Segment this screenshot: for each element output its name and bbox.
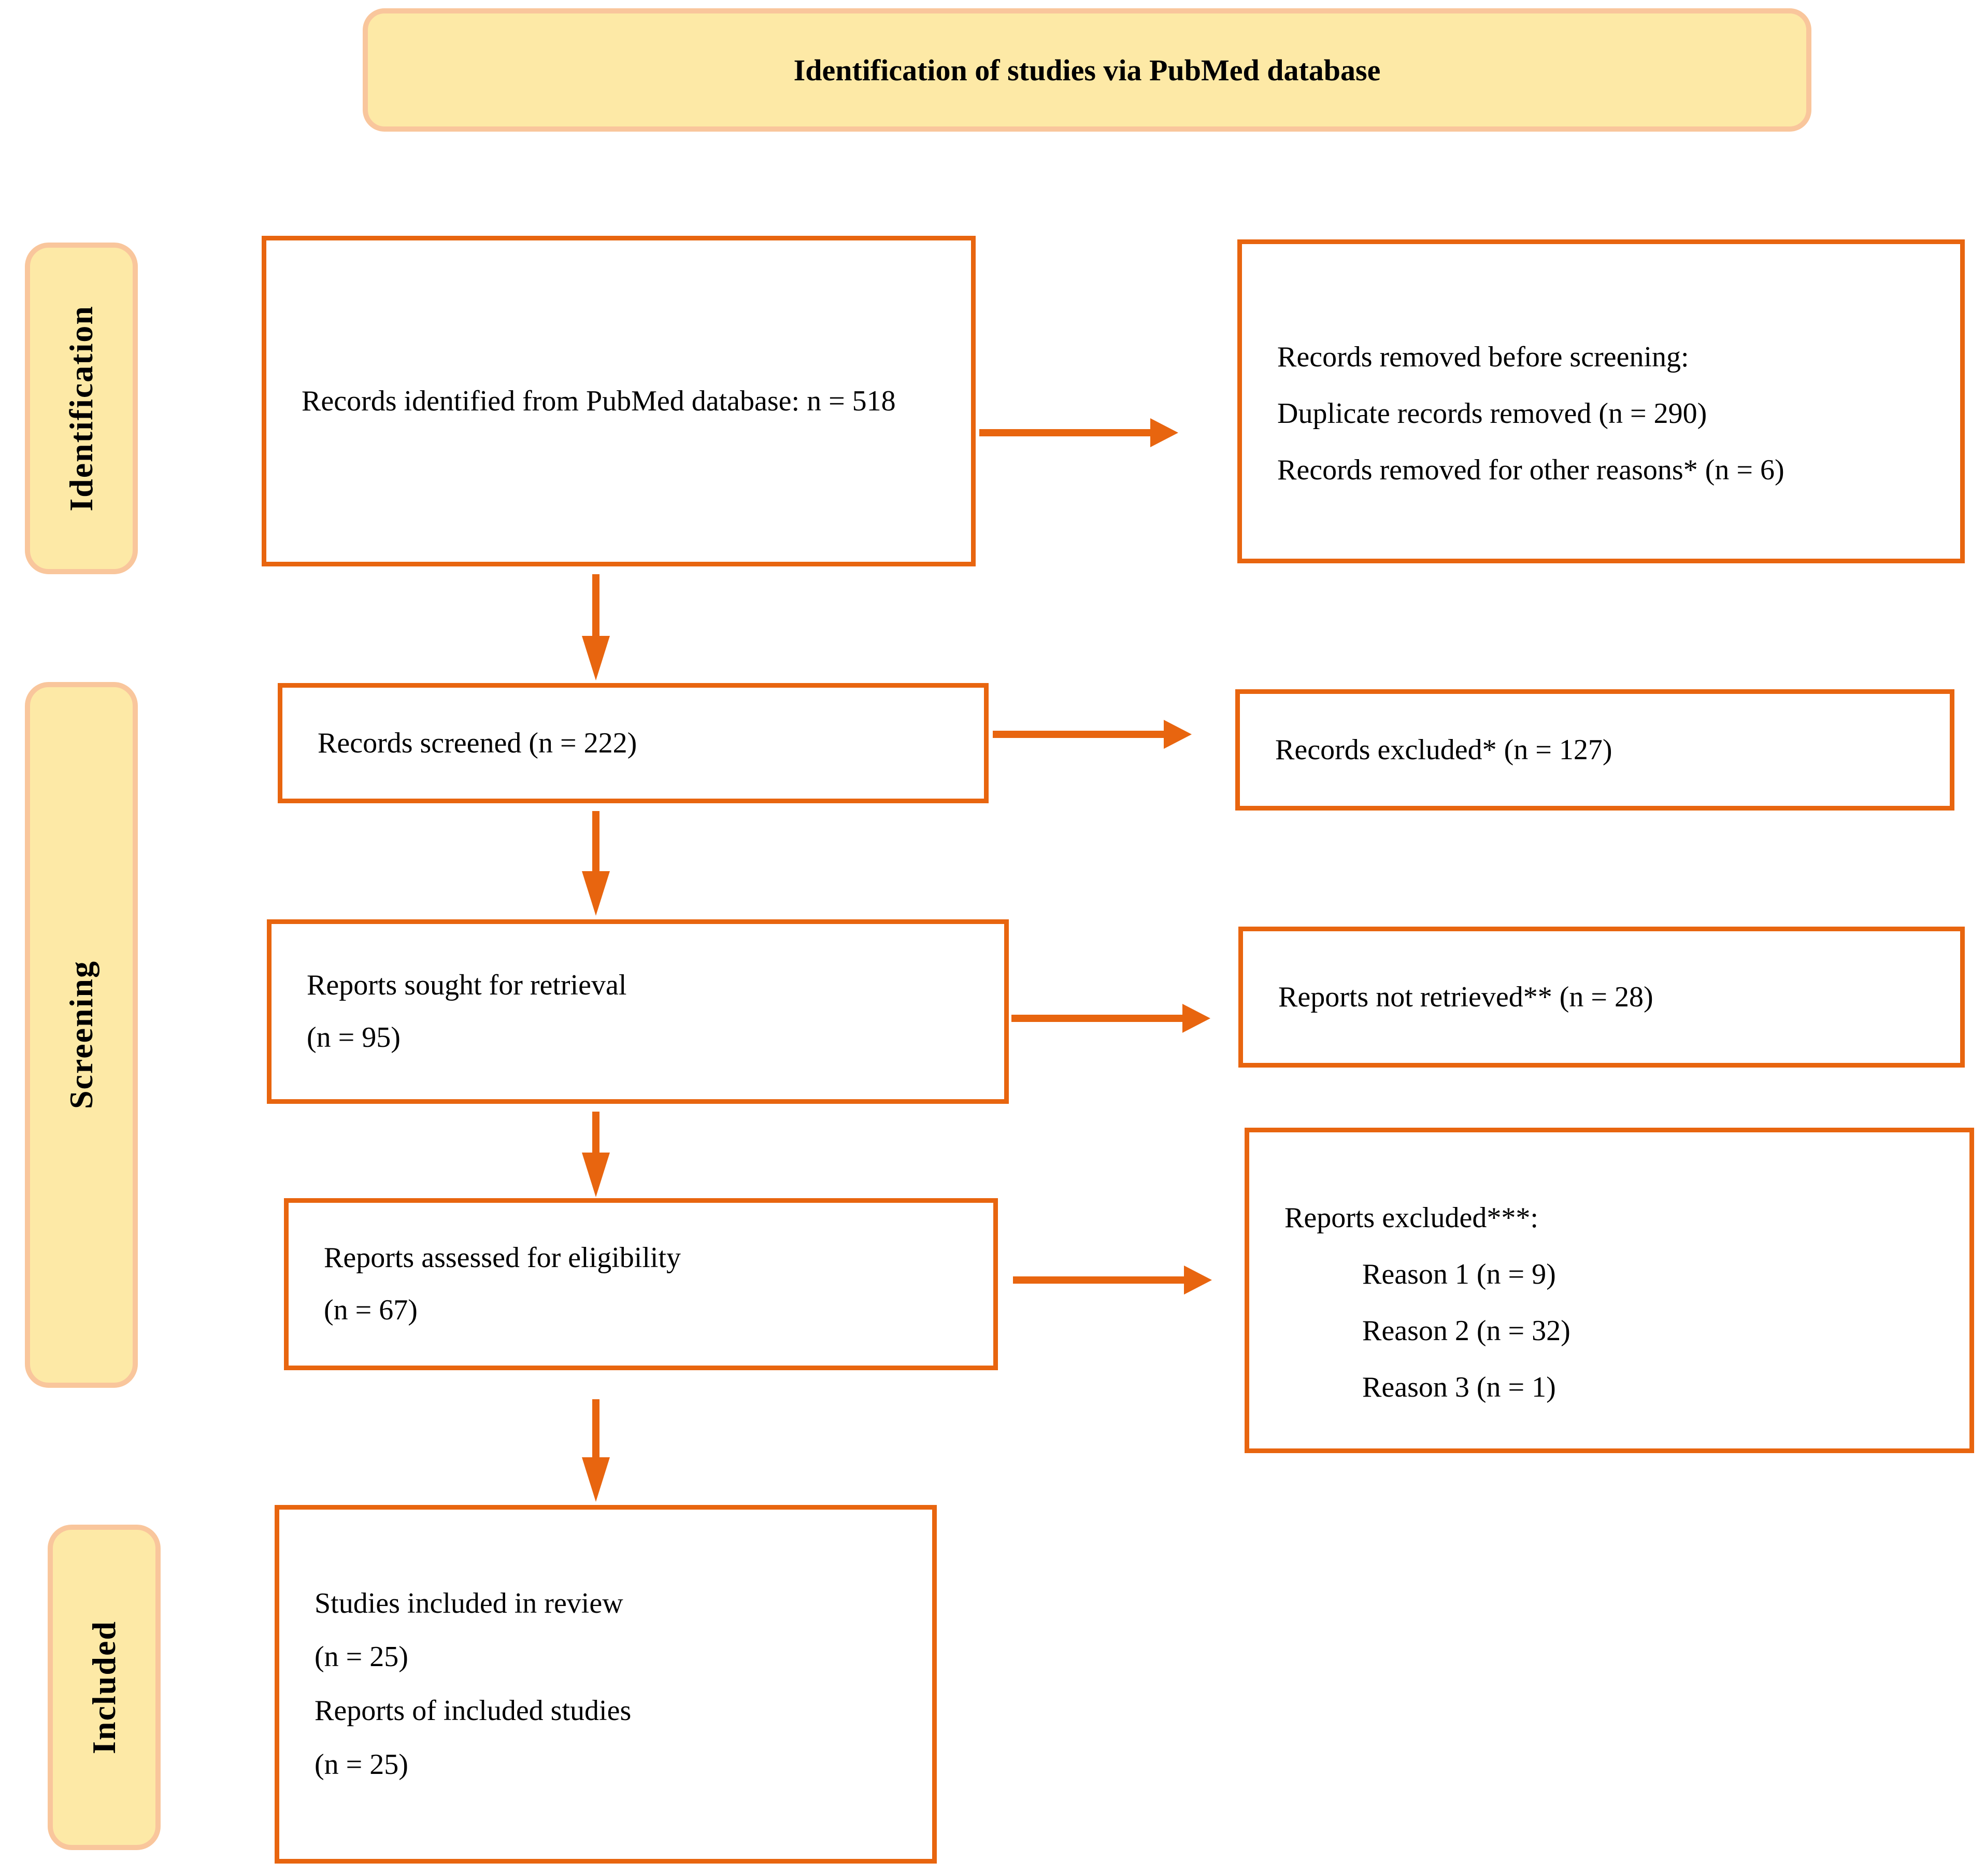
- arrow-shaft: [592, 574, 599, 639]
- arrow-shaft: [1013, 1276, 1184, 1284]
- arrow-shaft: [1011, 1015, 1182, 1022]
- box-records-identified-text: Records identified from PubMed database:…: [302, 385, 896, 417]
- stage-included-label: Included: [85, 1621, 122, 1754]
- box-line: (n = 95): [307, 1021, 401, 1054]
- stage-identification: Identification: [25, 243, 138, 574]
- box-studies-included: Studies included in review (n = 25) Repo…: [275, 1505, 937, 1864]
- box-records-identified: Records identified from PubMed database:…: [262, 236, 976, 566]
- diagram-title: Identification of studies via PubMed dat…: [793, 53, 1381, 87]
- box-line: (n = 25): [315, 1748, 408, 1781]
- arrow-head: [582, 871, 610, 916]
- box-reason: Reason 2 (n = 32): [1362, 1315, 1570, 1347]
- stage-included: Included: [48, 1525, 161, 1850]
- arrow-head: [582, 1457, 610, 1502]
- box-line: Studies included in review: [315, 1587, 623, 1619]
- arrow-head: [1164, 720, 1192, 749]
- arrow-head: [1182, 1004, 1210, 1033]
- arrow-shaft: [592, 1112, 599, 1156]
- box-records-excluded-text: Records excluded* (n = 127): [1275, 734, 1612, 766]
- arrow-shaft: [592, 811, 599, 874]
- box-reports-excluded: Reports excluded***: Reason 1 (n = 9) Re…: [1245, 1128, 1974, 1453]
- arrow-head: [582, 636, 610, 680]
- box-line: Duplicate records removed (n = 290): [1277, 397, 1707, 430]
- box-line: Reports of included studies: [315, 1695, 632, 1727]
- box-reports-not-retrieved: Reports not retrieved** (n = 28): [1238, 927, 1965, 1068]
- box-reports-excluded-header: Reports excluded***:: [1284, 1201, 1538, 1234]
- arrow-head: [1184, 1266, 1212, 1295]
- box-reports-sought: Reports sought for retrieval (n = 95): [267, 919, 1009, 1104]
- box-reason: Reason 1 (n = 9): [1362, 1258, 1556, 1290]
- box-line: (n = 25): [315, 1641, 408, 1673]
- box-reason: Reason 3 (n = 1): [1362, 1371, 1556, 1404]
- arrow-head: [1150, 418, 1178, 447]
- stage-identification-label: Identification: [63, 305, 99, 511]
- box-line: (n = 67): [324, 1294, 418, 1326]
- box-line: Records removed before screening:: [1277, 340, 1689, 373]
- box-records-screened-text: Records screened (n = 222): [318, 727, 637, 759]
- stage-screening-label: Screening: [63, 960, 99, 1110]
- box-line: Reports sought for retrieval: [307, 969, 627, 1002]
- box-records-removed-before-screening: Records removed before screening: Duplic…: [1237, 239, 1965, 563]
- stage-screening: Screening: [25, 682, 138, 1388]
- box-line: Records removed for other reasons* (n = …: [1277, 454, 1784, 487]
- box-records-screened: Records screened (n = 222): [278, 683, 989, 803]
- box-reports-assessed: Reports assessed for eligibility (n = 67…: [284, 1198, 998, 1370]
- title-banner: Identification of studies via PubMed dat…: [363, 8, 1811, 132]
- box-records-excluded: Records excluded* (n = 127): [1235, 689, 1954, 811]
- arrow-head: [582, 1153, 610, 1197]
- arrow-shaft: [979, 429, 1150, 436]
- box-reports-not-retrieved-text: Reports not retrieved** (n = 28): [1278, 981, 1653, 1013]
- arrow-shaft: [592, 1399, 599, 1460]
- arrow-shaft: [993, 731, 1164, 738]
- box-line: Reports assessed for eligibility: [324, 1242, 681, 1274]
